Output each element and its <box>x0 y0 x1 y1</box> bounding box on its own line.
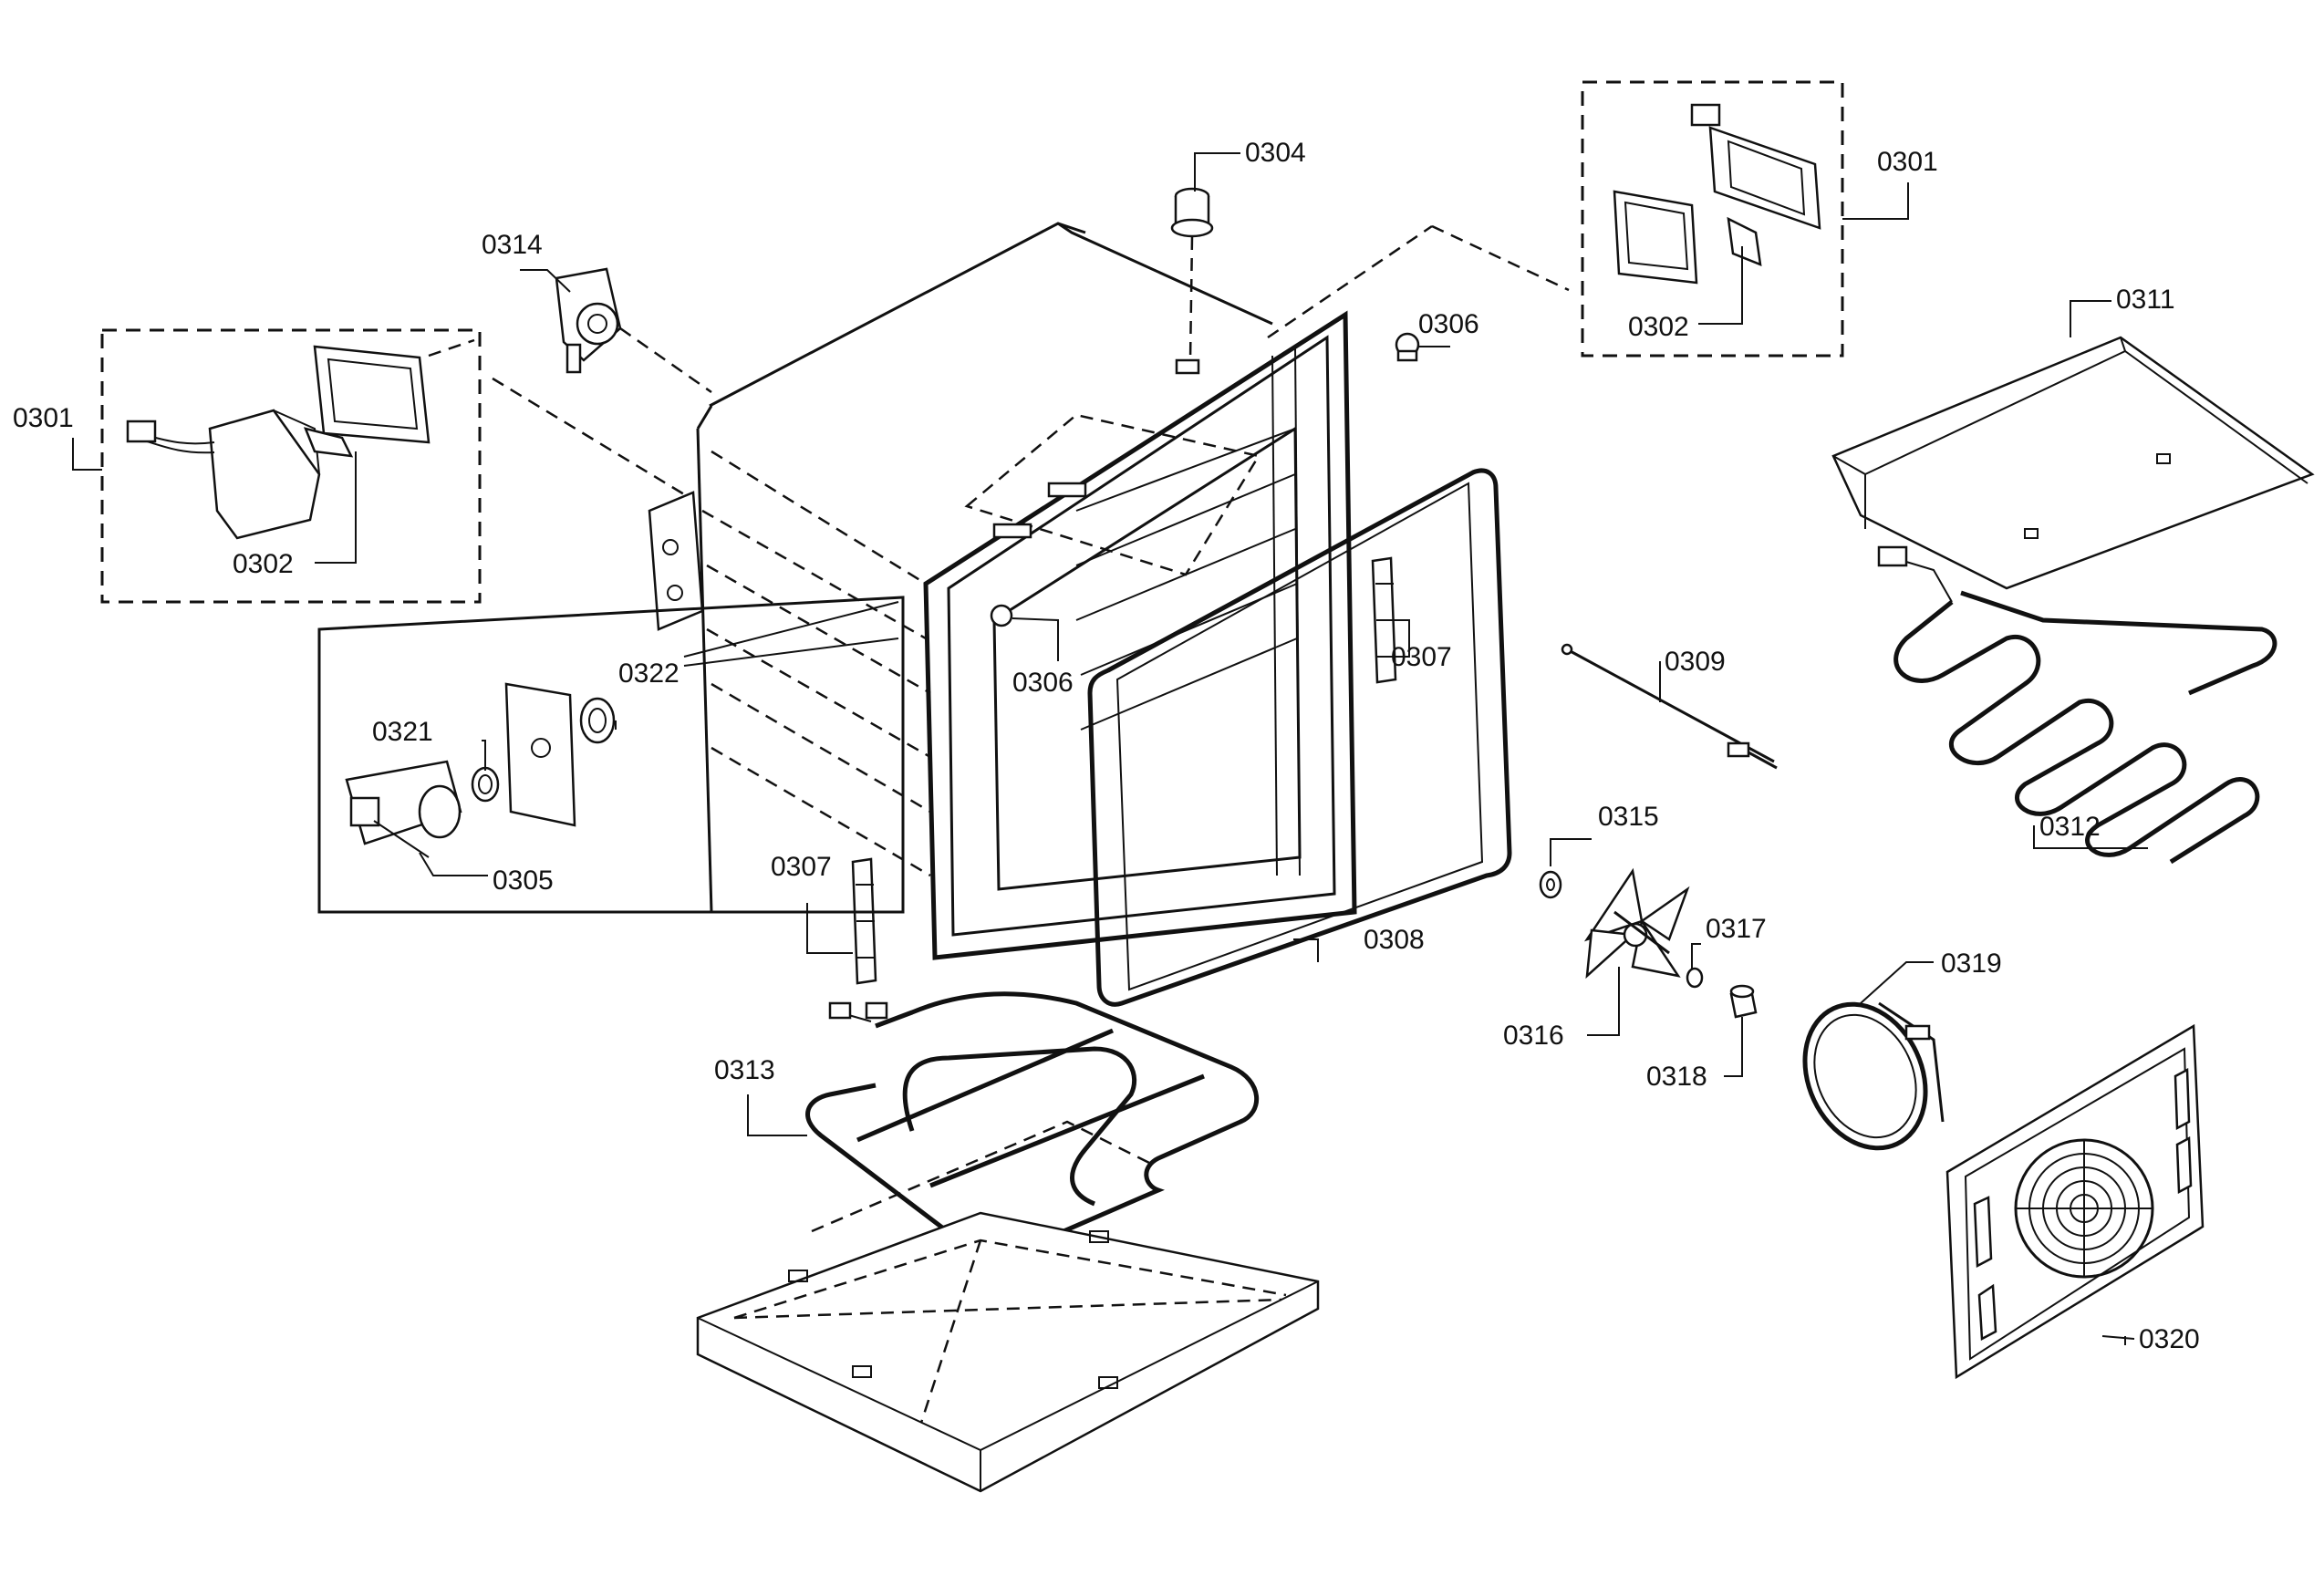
label-0317: 0317 <box>1706 914 1767 944</box>
label-0301-right: 0301 <box>1877 147 1938 177</box>
label-0314: 0314 <box>482 230 543 260</box>
label-0311: 0311 <box>2116 285 2175 315</box>
label-0307-left: 0307 <box>771 852 832 882</box>
label-0302-right: 0302 <box>1628 312 1689 342</box>
label-0302-left: 0302 <box>233 549 294 579</box>
label-0305: 0305 <box>493 866 554 896</box>
screw-0306-top <box>1395 332 1420 362</box>
oven-cavity <box>648 222 1570 960</box>
convection-fan-parts <box>1539 867 1758 1019</box>
thermostat-inset <box>317 596 905 914</box>
rack-guide-0307-right <box>1371 556 1397 684</box>
label-0312: 0312 <box>2039 812 2101 842</box>
label-0306-mid: 0306 <box>1012 668 1074 698</box>
bottom-element-0313 <box>805 991 1260 1256</box>
label-0316: 0316 <box>1503 1021 1564 1051</box>
top-panel-0311 <box>1831 336 2315 590</box>
label-0304: 0304 <box>1245 138 1306 168</box>
rear-fan-cover-0320 <box>1945 1023 2205 1380</box>
label-0315: 0315 <box>1598 802 1659 832</box>
cooling-fan-motor <box>555 267 712 394</box>
part-labels: 0301 0302 0314 0304 0301 0302 0306 0311 … <box>13 138 2200 1354</box>
lamp-assembly-right <box>1581 80 1844 358</box>
rack-guide-0307-left <box>851 857 877 985</box>
ring-element-0319 <box>1802 1001 1945 1151</box>
grill-element-0312 <box>1877 545 2277 865</box>
label-0301-left: 0301 <box>13 403 74 433</box>
temperature-sensor-0309 <box>1561 643 1778 770</box>
cavity-plug-0304 <box>1170 187 1214 361</box>
label-0319: 0319 <box>1941 948 2002 979</box>
label-0320: 0320 <box>2139 1324 2200 1354</box>
leader-lines <box>72 152 2148 1345</box>
label-0318: 0318 <box>1646 1062 1707 1092</box>
label-0321: 0321 <box>372 717 433 747</box>
label-0308: 0308 <box>1364 925 1425 955</box>
label-0309: 0309 <box>1665 647 1726 677</box>
door-seal-0308 <box>1087 468 1512 1007</box>
screw-0306-mid <box>990 604 1013 627</box>
cavity-bottom-panel <box>696 1120 1320 1493</box>
label-0322: 0322 <box>618 658 680 689</box>
label-0307-right: 0307 <box>1391 642 1452 672</box>
label-0306-top: 0306 <box>1418 309 1479 339</box>
label-0313: 0313 <box>714 1055 775 1085</box>
lamp-assembly-left <box>100 328 690 604</box>
